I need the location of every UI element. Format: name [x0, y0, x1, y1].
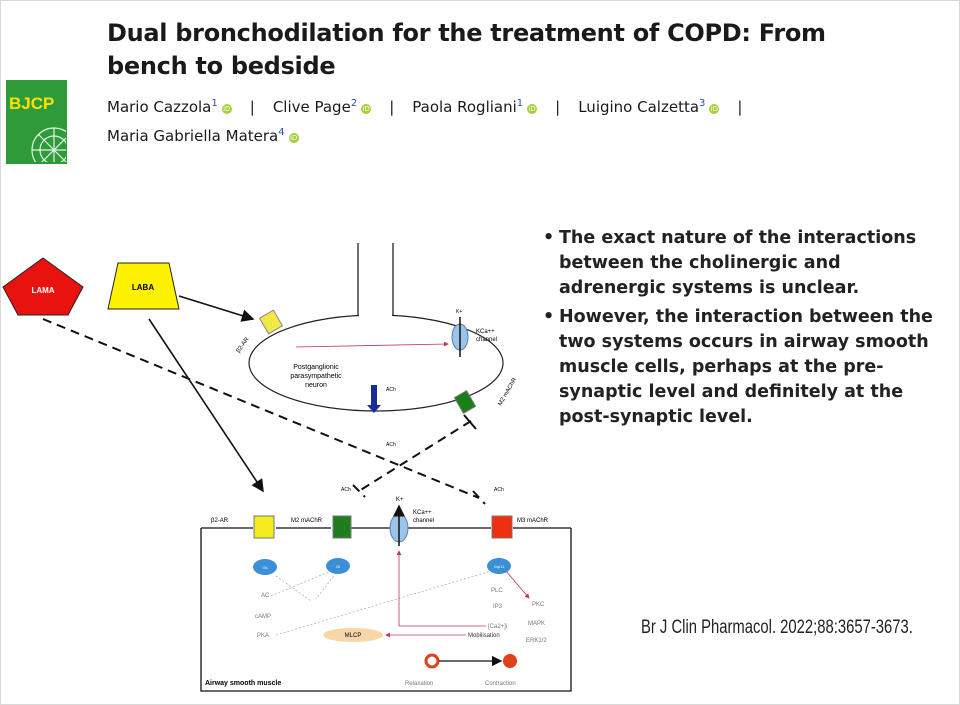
muscle-label: Airway smooth muscle — [205, 680, 281, 687]
lama-to-m3-inhibit — [42, 318, 486, 505]
bullet-item: The exact nature of the interactions bet… — [543, 226, 949, 301]
separator: | — [389, 98, 395, 116]
affiliation: 4 — [278, 127, 285, 138]
affiliation: 2 — [350, 98, 358, 109]
affiliation: 1 — [211, 98, 218, 109]
gi-label: Gi — [336, 564, 340, 569]
neuron-kca-label: channel — [476, 337, 497, 343]
neuron-b2ar-label: β2-AR — [236, 336, 251, 354]
author-name: Maria Gabriella Matera — [107, 127, 279, 145]
author-name: Clive Page — [272, 98, 351, 116]
gs-protein — [253, 559, 277, 575]
mlcp-oval — [323, 628, 383, 642]
muscle-kca-label: channel — [413, 518, 434, 524]
separator: | — [555, 98, 561, 116]
journal-logo-text: BJCP — [9, 94, 55, 113]
relaxation-label: Relaxation — [405, 681, 433, 687]
neuron-label: neuron — [305, 382, 327, 389]
relaxation-icon — [424, 653, 440, 669]
author-name: Luigino Calzetta — [578, 98, 700, 116]
orcid-icon[interactable]: iD — [709, 104, 720, 114]
muscle-m3-label: M3 mAChR — [517, 518, 549, 524]
pka-label: PKA — [257, 633, 269, 639]
muscle-m2-label: M2 mAChR — [291, 518, 323, 524]
bullet-list: The exact nature of the interactions bet… — [539, 226, 949, 434]
separator: | — [737, 98, 743, 116]
ac-label: AC — [261, 593, 270, 599]
muscle-kca-label: KCa++ — [413, 510, 432, 516]
muscle-cell-outline — [200, 528, 572, 692]
affiliation: 1 — [516, 98, 524, 109]
camp-label: cAMP — [255, 614, 271, 620]
orcid-icon[interactable]: iD — [288, 133, 299, 143]
ach-label: ACh — [494, 487, 504, 493]
neuron-kca-label: KCa++ — [476, 329, 495, 335]
gq-protein — [487, 558, 511, 574]
lama-to-m2-inhibit — [352, 420, 472, 498]
neuron-m2-label: M2 mAChR — [498, 377, 519, 407]
muscle-m3-receptor — [491, 515, 513, 539]
neuron-k-label: K+ — [456, 309, 462, 315]
laba-to-muscle-arrow — [148, 318, 264, 493]
ach-label: ACh — [386, 442, 396, 448]
citation: Br J Clin Pharmacol. 2022;88:3657-3673. — [641, 617, 913, 638]
muscle-b2ar-receptor — [253, 515, 275, 539]
contraction-icon — [503, 654, 517, 668]
erk-label: ERK1/2 — [526, 638, 547, 644]
molecule-graphic-icon — [31, 127, 66, 162]
mapk-label: MAPK — [528, 621, 545, 627]
pkc-label: PKC — [532, 602, 545, 608]
muscle-b2ar-label: β2-AR — [211, 518, 229, 524]
orcid-icon[interactable]: iD — [221, 104, 232, 114]
page-title: Dual bronchodilation for the treatment o… — [107, 19, 826, 80]
gs-label: Gs — [262, 565, 267, 570]
journal-cover-logo: BJCP — [6, 80, 67, 164]
muscle-k-label: K+ — [396, 497, 404, 503]
mlcp-label: MLCP — [345, 633, 362, 639]
muscle-m2-receptor — [332, 515, 352, 539]
laba-label: LABA — [132, 283, 154, 292]
author-name: Mario Cazzola — [107, 98, 212, 116]
neuron-b2ar-receptor — [258, 309, 284, 335]
laba-trapezoid — [107, 262, 180, 310]
ach-label: ACh — [386, 387, 396, 393]
gq-label: Gq/11 — [494, 564, 505, 569]
ach-label: ACh — [341, 487, 351, 493]
ip3-label: IP3 — [493, 604, 503, 610]
mobilisation-label: Mobilisation — [468, 633, 500, 639]
neuron-m2-receptor — [453, 390, 477, 414]
separator: | — [249, 98, 255, 116]
affiliation: 3 — [699, 98, 706, 109]
orcid-icon[interactable]: iD — [361, 104, 372, 114]
author-name: Paola Rogliani — [412, 98, 517, 116]
gi-protein — [326, 558, 350, 574]
orcid-icon[interactable]: iD — [527, 104, 538, 114]
lama-label: LAMA — [31, 286, 54, 295]
laba-to-neuron-arrow — [178, 295, 255, 322]
contraction-label: Contraction — [485, 681, 516, 687]
lama-pentagon — [2, 257, 84, 316]
ca-label: [Ca2+]i — [488, 624, 507, 630]
plc-label: PLC — [491, 588, 503, 594]
bullet-item: However, the interaction between the two… — [543, 305, 949, 430]
neuron-label: parasympathetic — [290, 373, 342, 380]
neuron-label: Postganglionic — [293, 364, 339, 371]
